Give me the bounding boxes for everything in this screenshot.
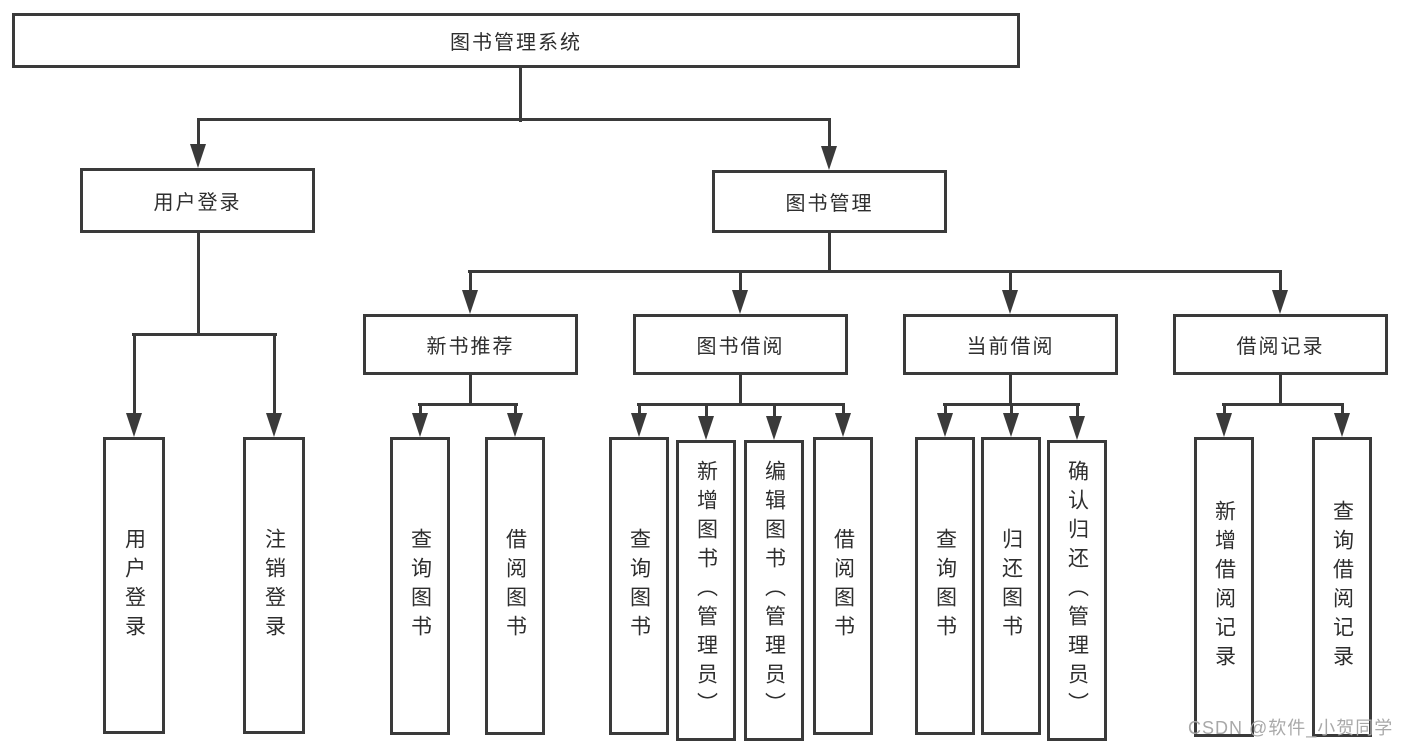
- node-new-book-recommend: 新书推荐: [363, 314, 578, 375]
- connector-line: [197, 233, 200, 336]
- connector-line: [637, 403, 845, 406]
- leaf-add-borrow-record-label: 新增借阅记录: [1212, 500, 1236, 674]
- leaf-query-books-borrowing-label: 查询图书: [627, 528, 651, 644]
- leaf-user-login-label: 用户登录: [122, 527, 146, 644]
- arrow-down-icon: [1334, 413, 1350, 437]
- connector-line: [197, 118, 831, 121]
- connector-line: [842, 403, 845, 419]
- node-book-management-label: 图书管理: [785, 193, 874, 215]
- leaf-query-borrow-record: 查询借阅记录: [1312, 437, 1372, 737]
- leaf-borrow-books-recommend-label: 借阅图书: [503, 528, 527, 644]
- leaf-query-books-recommend-label: 查询图书: [408, 528, 432, 644]
- arrow-down-icon: [835, 413, 851, 437]
- connector-line: [828, 118, 831, 150]
- connector-line: [1223, 403, 1226, 419]
- leaf-user-login: 用户登录: [103, 437, 165, 734]
- connector-line: [419, 403, 422, 419]
- connector-line: [638, 403, 641, 419]
- node-root-label: 图书管理系统: [450, 32, 582, 54]
- connector-line: [1279, 375, 1282, 406]
- arrow-down-icon: [412, 413, 428, 437]
- arrow-down-icon: [1003, 413, 1019, 437]
- arrow-down-icon: [507, 413, 523, 437]
- arrow-down-icon: [698, 416, 714, 440]
- connector-line: [519, 68, 522, 122]
- connector-line: [197, 118, 200, 148]
- arrow-down-icon: [821, 146, 837, 170]
- node-book-borrowing: 图书借阅: [633, 314, 848, 375]
- arrow-down-icon: [1272, 290, 1288, 314]
- leaf-borrow-books-recommend: 借阅图书: [485, 437, 545, 735]
- leaf-query-books-recommend: 查询图书: [390, 437, 450, 735]
- arrow-down-icon: [190, 144, 206, 168]
- connector-line: [468, 270, 1282, 273]
- connector-line: [739, 270, 742, 296]
- leaf-logout-label: 注销登录: [262, 527, 286, 644]
- connector-line: [469, 375, 472, 406]
- connector-line: [132, 333, 277, 336]
- leaf-query-books-current-label: 查询图书: [933, 528, 957, 644]
- leaf-borrow-books-borrowing-label: 借阅图书: [831, 528, 855, 644]
- leaf-query-books-current: 查询图书: [915, 437, 975, 735]
- connector-line: [944, 403, 947, 419]
- arrow-down-icon: [1069, 416, 1085, 440]
- node-root: 图书管理系统: [12, 13, 1020, 68]
- node-borrowing-records-label: 借阅记录: [1236, 336, 1325, 358]
- connector-line: [1222, 403, 1344, 406]
- node-borrowing-records: 借阅记录: [1173, 314, 1388, 375]
- node-user-login-label: 用户登录: [153, 192, 242, 214]
- connector-line: [273, 333, 276, 417]
- leaf-add-book-admin: 新增图书（管理员）: [676, 440, 736, 741]
- connector-line: [1009, 270, 1012, 296]
- leaf-query-borrow-record-label: 查询借阅记录: [1330, 500, 1354, 674]
- arrow-down-icon: [732, 290, 748, 314]
- connector-line: [1076, 403, 1079, 422]
- leaf-edit-book-admin-label: 编辑图书（管理员）: [762, 460, 786, 721]
- arrow-down-icon: [631, 413, 647, 437]
- leaf-edit-book-admin: 编辑图书（管理员）: [744, 440, 804, 741]
- node-book-management: 图书管理: [712, 170, 947, 233]
- connector-line: [739, 375, 742, 406]
- connector-line: [469, 270, 472, 296]
- leaf-add-borrow-record: 新增借阅记录: [1194, 437, 1254, 737]
- arrow-down-icon: [126, 413, 142, 437]
- connector-line: [418, 403, 518, 406]
- watermark: CSDN @软件_小贺同学: [1188, 718, 1394, 738]
- leaf-query-books-borrowing: 查询图书: [609, 437, 669, 735]
- arrow-down-icon: [766, 416, 782, 440]
- connector-line: [514, 403, 517, 419]
- node-user-login: 用户登录: [80, 168, 315, 233]
- leaf-return-books-label: 归还图书: [999, 528, 1023, 644]
- node-current-borrowing: 当前借阅: [903, 314, 1118, 375]
- connector-line: [133, 333, 136, 417]
- connector-line: [828, 233, 831, 273]
- leaf-logout: 注销登录: [243, 437, 305, 734]
- node-current-borrowing-label: 当前借阅: [966, 336, 1055, 358]
- connector-line: [1279, 270, 1282, 296]
- leaf-borrow-books-borrowing: 借阅图书: [813, 437, 873, 735]
- arrow-down-icon: [462, 290, 478, 314]
- leaf-return-books: 归还图书: [981, 437, 1041, 735]
- connector-line: [1009, 375, 1012, 406]
- connector-line: [705, 403, 708, 422]
- arrow-down-icon: [937, 413, 953, 437]
- arrow-down-icon: [266, 413, 282, 437]
- arrow-down-icon: [1216, 413, 1232, 437]
- connector-line: [1010, 403, 1013, 419]
- leaf-confirm-return-admin: 确认归还（管理员）: [1047, 440, 1107, 741]
- node-book-borrowing-label: 图书借阅: [696, 336, 785, 358]
- arrow-down-icon: [1002, 290, 1018, 314]
- connector-line: [1341, 403, 1344, 419]
- leaf-add-book-admin-label: 新增图书（管理员）: [694, 460, 718, 721]
- connector-line: [773, 403, 776, 422]
- leaf-confirm-return-admin-label: 确认归还（管理员）: [1065, 460, 1089, 721]
- node-new-book-recommend-label: 新书推荐: [426, 336, 515, 358]
